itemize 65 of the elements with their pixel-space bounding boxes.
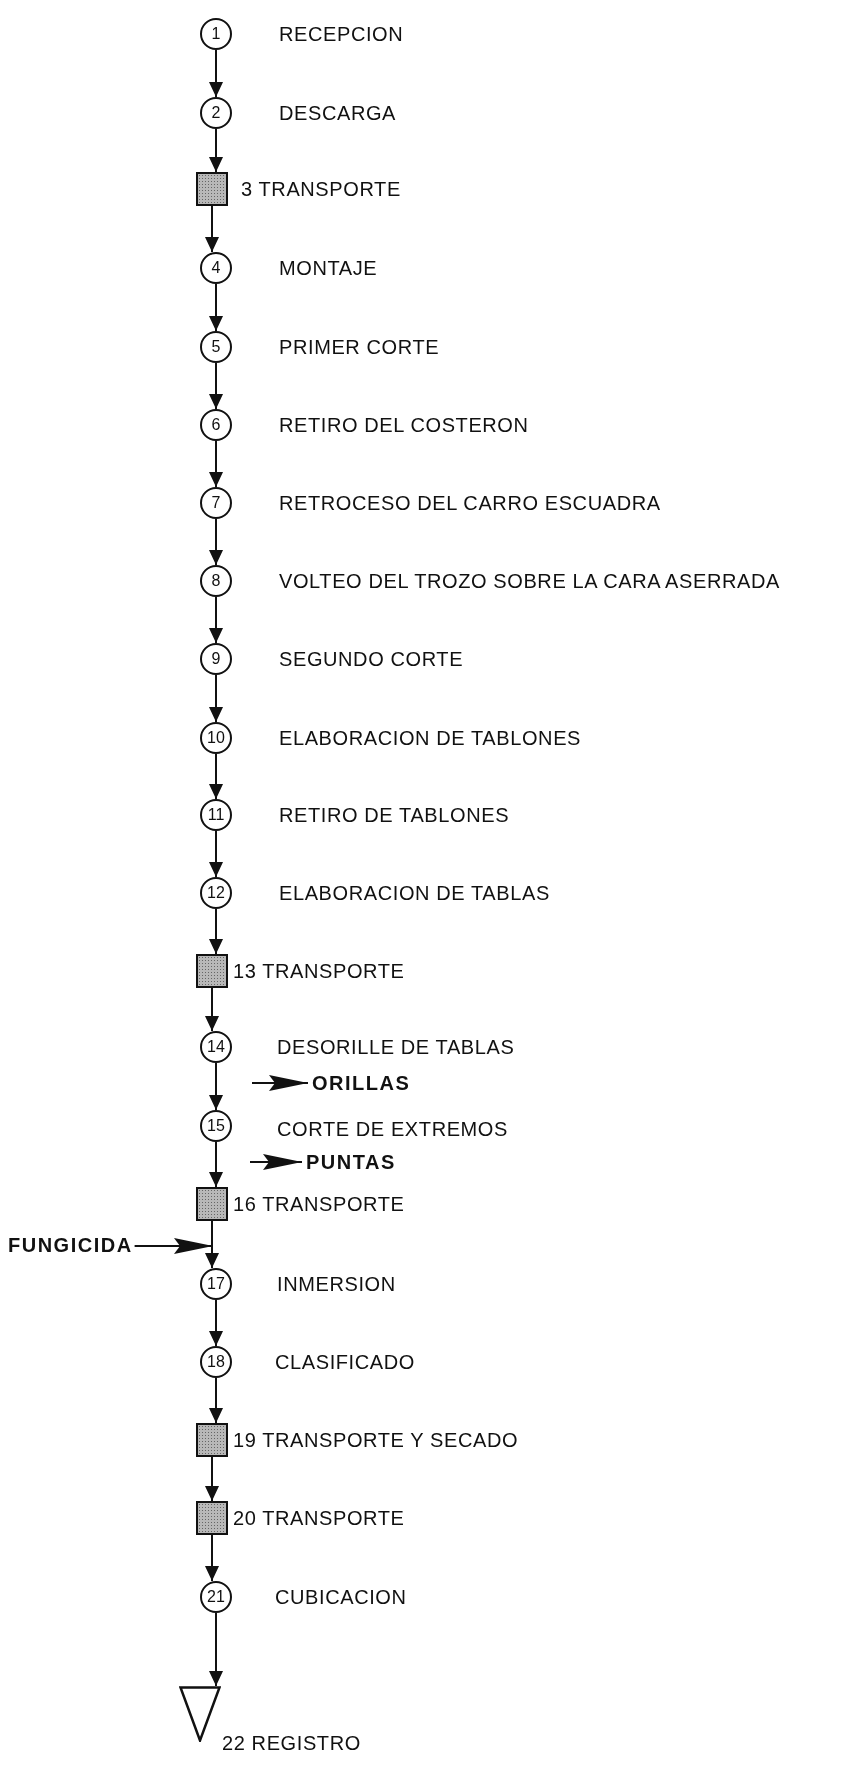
operation-circle: 9 — [200, 643, 232, 675]
step-label: PRIMER CORTE — [279, 335, 440, 359]
input-output-arrow — [249, 1154, 303, 1170]
flow-arrow — [209, 1377, 223, 1424]
flow-arrow — [209, 908, 223, 955]
operation-circle: 10 — [200, 722, 232, 754]
operation-circle: 15 — [200, 1110, 232, 1142]
step-label: RETIRO DE TABLONES — [279, 803, 510, 827]
step-label: RECEPCION — [279, 22, 404, 46]
flow-arrow — [209, 830, 223, 878]
operation-circle: 17 — [200, 1268, 232, 1300]
flow-arrow — [209, 362, 223, 410]
step-label: CORTE DE EXTREMOS — [277, 1117, 508, 1141]
flow-arrow — [209, 440, 223, 488]
step-label: CUBICACION — [275, 1585, 407, 1609]
operation-circle: 4 — [200, 252, 232, 284]
step-label: ELABORACION DE TABLAS — [279, 881, 550, 905]
side-label: PUNTAS — [306, 1150, 396, 1174]
side-label: ORILLAS — [312, 1071, 411, 1095]
operation-circle: 6 — [200, 409, 232, 441]
step-label: 16 TRANSPORTE — [233, 1192, 405, 1216]
operation-circle: 2 — [200, 97, 232, 129]
side-label: FUNGICIDA — [8, 1233, 133, 1257]
operation-circle: 7 — [200, 487, 232, 519]
flow-arrow — [209, 596, 223, 644]
input-output-arrow — [133, 1238, 214, 1254]
flow-arrow — [209, 1612, 223, 1687]
step-label: MONTAJE — [279, 256, 378, 280]
operation-circle: 5 — [200, 331, 232, 363]
flow-arrow — [205, 205, 219, 253]
step-label: DESORILLE DE TABLAS — [277, 1035, 515, 1059]
flow-arrow — [209, 674, 223, 723]
flow-arrow — [209, 753, 223, 800]
step-label: 3 TRANSPORTE — [241, 177, 401, 201]
step-label: VOLTEO DEL TROZO SOBRE LA CARA ASERRADA — [279, 569, 780, 593]
operation-circle: 12 — [200, 877, 232, 909]
flow-arrow — [209, 1062, 223, 1111]
flow-arrow — [205, 987, 219, 1032]
step-label: RETIRO DEL COSTERON — [279, 413, 529, 437]
flow-arrow — [205, 1534, 219, 1582]
step-label: CLASIFICADO — [275, 1350, 415, 1374]
flow-arrow — [205, 1220, 219, 1269]
flow-arrow — [209, 283, 223, 332]
step-label: 22 REGISTRO — [222, 1731, 361, 1755]
input-output-arrow — [251, 1075, 309, 1091]
step-label: RETROCESO DEL CARRO ESCUADRA — [279, 491, 661, 515]
step-label: 20 TRANSPORTE — [233, 1506, 405, 1530]
flow-arrow — [205, 1456, 219, 1502]
operation-circle: 8 — [200, 565, 232, 597]
step-label: DESCARGA — [279, 101, 397, 125]
step-label: SEGUNDO CORTE — [279, 647, 464, 671]
step-label: ELABORACION DE TABLONES — [279, 726, 582, 750]
flow-arrow — [209, 49, 223, 98]
flow-arrow — [209, 128, 223, 173]
step-label: 19 TRANSPORTE Y SECADO — [233, 1428, 519, 1452]
step-label: INMERSION — [277, 1272, 396, 1296]
operation-circle: 14 — [200, 1031, 232, 1063]
flow-arrow — [209, 1299, 223, 1347]
step-label: 13 TRANSPORTE — [233, 959, 405, 983]
flow-arrow — [209, 1141, 223, 1188]
operation-circle: 11 — [200, 799, 232, 831]
operation-circle: 21 — [200, 1581, 232, 1613]
flow-arrow — [209, 518, 223, 566]
operation-circle: 18 — [200, 1346, 232, 1378]
operation-circle: 1 — [200, 18, 232, 50]
